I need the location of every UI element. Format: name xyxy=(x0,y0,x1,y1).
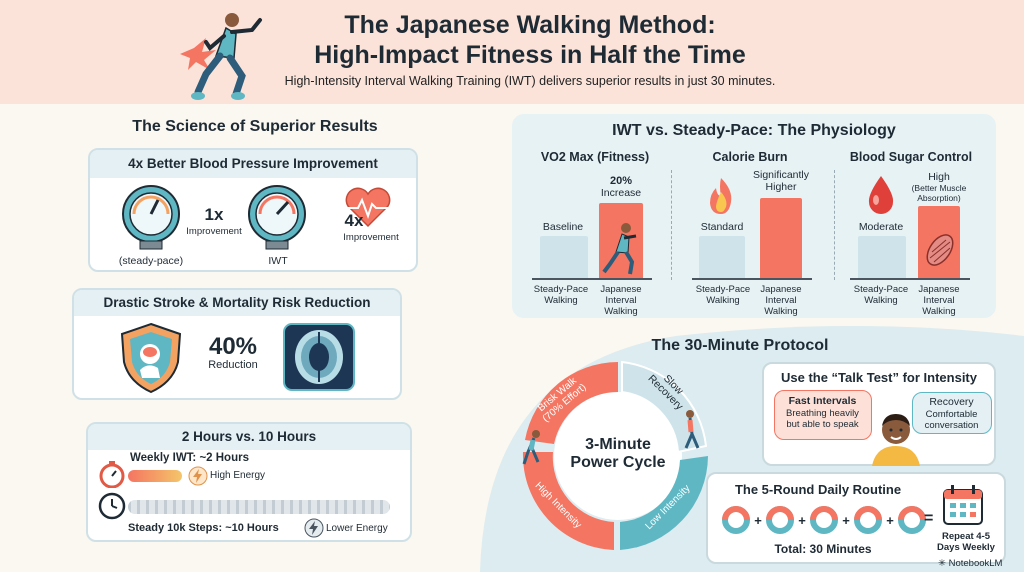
svg-text:+: + xyxy=(842,513,850,528)
repeat-label: Repeat 4-5 Days Weekly xyxy=(937,531,995,553)
heart-pulse-icon xyxy=(344,187,392,228)
bp-iwt-label: IWT xyxy=(268,255,288,267)
low-energy-label: Lower Energy xyxy=(326,523,388,534)
stroke-value: 40% xyxy=(208,333,258,360)
vo2-steady-bar xyxy=(540,236,588,278)
gauge-iwt-icon xyxy=(248,185,306,250)
brand-label: ✳ NotebookLM xyxy=(938,558,1002,569)
calorie-steady-value: Standard xyxy=(700,221,744,233)
recovery-text: Comfortable conversation xyxy=(924,409,979,431)
blood-sugar-iwt-axis: Japanese Interval Walking xyxy=(918,284,960,317)
mini-runner-icon xyxy=(602,223,637,275)
vo2-iwt-value-1: 20% xyxy=(609,175,633,187)
five-rounds-row: + + + + xyxy=(722,506,926,534)
lightning-icon-high xyxy=(188,466,208,486)
bp-steady-caption: Improvement xyxy=(186,226,242,237)
vo2-iwt-value-2: Increase xyxy=(600,187,642,199)
person-talking-icon xyxy=(872,414,920,466)
bp-card: 4x Better Blood Pressure Improvement (st… xyxy=(88,148,418,272)
hours-card-title: 2 Hours vs. 10 Hours xyxy=(88,424,410,450)
weekly-iwt-bar xyxy=(128,470,182,482)
vo2-axis xyxy=(532,278,652,280)
vo2-steady-axis: Steady-Pace Walking xyxy=(533,284,589,306)
calorie-steady-bar xyxy=(699,236,745,278)
lightning-icon-low xyxy=(304,518,324,538)
stroke-caption: Reduction xyxy=(208,359,258,371)
divider-1 xyxy=(671,170,672,280)
high-energy-label: High Energy xyxy=(210,470,266,481)
steady-steps-label: Steady 10k Steps: ~10 Hours xyxy=(128,522,279,534)
calorie-iwt-value-2: Higher xyxy=(765,181,797,193)
calorie-steady-axis: Steady-Pace Walking xyxy=(695,284,751,306)
brain-shield-icon xyxy=(120,322,182,394)
header-banner: The Japanese Walking Method: High-Impact… xyxy=(0,0,1024,104)
talk-test-title: Use the “Talk Test” for Intensity xyxy=(780,370,977,385)
blood-sugar-axis xyxy=(850,278,970,280)
cycle-center-label: 3-Minute Power Cycle xyxy=(570,436,666,471)
blood-sugar-steady-value: Moderate xyxy=(858,221,904,233)
svg-text:+: + xyxy=(754,513,762,528)
physiology-panel: IWT vs. Steady-Pace: The Physiology xyxy=(512,114,996,318)
power-cycle-ring xyxy=(522,360,708,550)
equals-sign: = xyxy=(924,510,934,527)
fast-intervals-title: Fast Intervals xyxy=(788,395,857,407)
fast-intervals-text: Breathing heavily but able to speak xyxy=(786,408,859,430)
calorie-axis xyxy=(692,278,812,280)
talk-test-card: Use the “Talk Test” for Intensity Fast I… xyxy=(762,362,996,466)
hours-card: 2 Hours vs. 10 Hours Weekly IWT: ~2 Hour… xyxy=(86,422,412,542)
stroke-card: Drastic Stroke & Mortality Risk Reductio… xyxy=(72,288,402,400)
blood-sugar-title: Blood Sugar Control xyxy=(849,150,973,164)
steady-steps-bar xyxy=(128,500,390,514)
page-subtitle: High-Intensity Interval Walking Training… xyxy=(284,74,776,88)
calorie-iwt-axis: Japanese Interval Walking xyxy=(760,284,802,317)
title-line-2: High-Impact Fitness in Half the Time xyxy=(314,41,746,69)
vo2-iwt-axis: Japanese Interval Walking xyxy=(600,284,642,317)
blood-sugar-steady-bar xyxy=(858,236,906,278)
bp-steady-label: (steady-pace) xyxy=(118,255,184,267)
routine-card: The 5-Round Daily Routine + + + + = Repeat … xyxy=(706,472,1006,564)
blood-sugar-steady-axis: Steady-Pace Walking xyxy=(853,284,909,306)
calorie-iwt-value-1: Significantly xyxy=(752,169,810,181)
clock-icon xyxy=(98,492,126,520)
routine-title: The 5-Round Daily Routine xyxy=(734,482,902,497)
recovery-bubble: Recovery Comfortable conversation xyxy=(912,392,992,434)
bp-card-title: 4x Better Blood Pressure Improvement xyxy=(90,150,416,178)
bp-steady-value: 1x xyxy=(204,205,224,224)
physiology-title: IWT vs. Steady-Pace: The Physiology xyxy=(612,122,896,139)
flame-icon xyxy=(710,178,732,214)
runner-icon xyxy=(180,13,262,100)
routine-total: Total: 30 Minutes xyxy=(774,542,872,556)
blood-sugar-iwt-value-2: (Better Muscle Absorption) xyxy=(911,183,967,203)
page-title: The Japanese Walking Method: High-Impact… xyxy=(240,10,820,70)
muscle-icon xyxy=(926,234,954,266)
stopwatch-icon xyxy=(99,461,125,488)
weekly-iwt-label: Weekly IWT: ~2 Hours xyxy=(130,452,249,464)
protocol-title: The 30-Minute Protocol xyxy=(651,337,829,354)
divider-2 xyxy=(834,170,835,280)
vo2-title: VO2 Max (Fitness) xyxy=(540,150,650,164)
fast-intervals-bubble: Fast Intervals Breathing heavily but abl… xyxy=(774,390,872,440)
title-line-1: The Japanese Walking Method: xyxy=(344,11,716,39)
science-title: The Science of Superior Results xyxy=(132,118,378,135)
bp-iwt-caption: Improvement xyxy=(343,232,399,243)
calorie-iwt-bar xyxy=(760,198,802,278)
calendar-icon xyxy=(943,485,983,525)
brain-scan-icon xyxy=(283,323,355,391)
gauge-steady-icon xyxy=(122,185,180,250)
calorie-title: Calorie Burn xyxy=(712,150,788,164)
brand-icon: ✳ xyxy=(938,558,949,569)
svg-text:+: + xyxy=(798,513,806,528)
brand-text: NotebookLM xyxy=(948,558,1003,569)
stroke-card-title: Drastic Stroke & Mortality Risk Reductio… xyxy=(74,290,400,316)
blood-sugar-iwt-value-1: High xyxy=(928,171,950,183)
bp-iwt-value: 4x xyxy=(344,211,364,230)
svg-text:+: + xyxy=(886,513,894,528)
vo2-steady-value: Baseline xyxy=(542,221,584,233)
blood-drop-icon xyxy=(868,176,894,214)
recovery-title: Recovery xyxy=(929,396,974,408)
